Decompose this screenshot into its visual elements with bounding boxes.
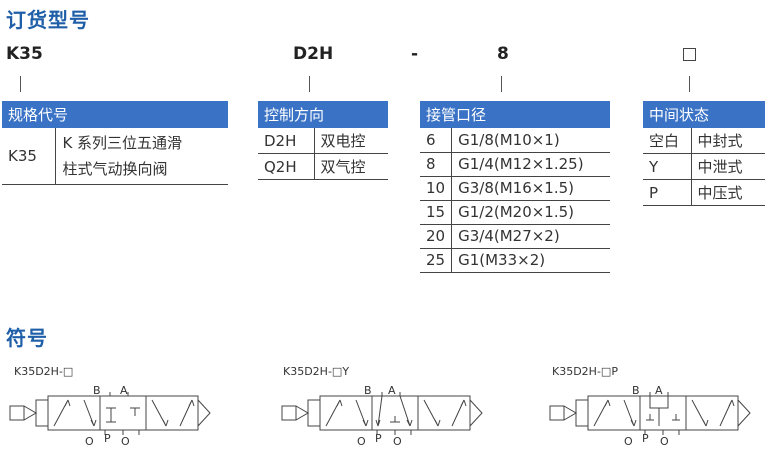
spec-desc-line1: K 系列三位五通滑 xyxy=(62,134,183,152)
port-code: 15 xyxy=(420,200,453,225)
symbol-title: 符号 xyxy=(6,326,48,350)
port-o-label: O xyxy=(121,435,130,448)
table-row: 15 G1/2(M20×1.5) xyxy=(420,200,610,225)
port-o-label: O xyxy=(393,435,402,448)
valve-symbol-closed-center xyxy=(9,392,211,435)
middle-desc: 中封式 xyxy=(691,128,765,154)
model-control: D2H xyxy=(293,44,334,64)
port-table-header: 接管口径 xyxy=(420,101,610,128)
port-a-label: A xyxy=(655,384,663,397)
port-b-label: B xyxy=(93,384,101,397)
port-b-label: B xyxy=(364,384,372,397)
port-o-label: O xyxy=(660,435,669,448)
symbol-label: K35D2H-□P xyxy=(552,365,618,378)
middle-code: 空白 xyxy=(643,128,692,154)
middle-state-table: 中间状态 空白 中封式 Y 中泄式 P 中压式 xyxy=(643,101,765,206)
middle-desc: 中压式 xyxy=(691,179,765,206)
table-row: Y 中泄式 xyxy=(643,153,765,180)
port-desc: G3/4(M27×2) xyxy=(451,224,610,249)
port-o-label: O xyxy=(85,435,94,448)
control-table-header: 控制方向 xyxy=(258,101,388,128)
table-row: Q2H 双气控 xyxy=(258,153,388,180)
control-code: D2H xyxy=(258,128,315,154)
port-desc: G1(M33×2) xyxy=(451,248,610,273)
port-table: 接管口径 6 G1/8(M10×1) 8 G1/4(M12×1.25) 10 G… xyxy=(420,101,610,273)
port-p-label: P xyxy=(375,432,382,445)
spec-table-header: 规格代号 xyxy=(2,101,228,128)
port-desc: G3/8(M16×1.5) xyxy=(451,176,610,201)
tick-port xyxy=(501,76,502,92)
model-prefix: K35 xyxy=(6,44,43,64)
port-code: 20 xyxy=(420,224,453,249)
order-model-title: 订货型号 xyxy=(6,8,90,32)
port-p-label: P xyxy=(104,432,111,445)
middle-state-table-header: 中间状态 xyxy=(643,101,765,128)
control-code: Q2H xyxy=(258,153,315,180)
port-code: 6 xyxy=(420,128,453,153)
port-desc: G1/4(M12×1.25) xyxy=(451,152,610,177)
table-row: 20 G3/4(M27×2) xyxy=(420,224,610,249)
symbol-label: K35D2H-□Y xyxy=(283,365,350,378)
port-code: 25 xyxy=(420,248,453,273)
middle-code: P xyxy=(643,179,692,206)
port-b-label: B xyxy=(632,384,640,397)
table-row: 8 G1/4(M12×1.25) xyxy=(420,152,610,177)
control-desc: 双电控 xyxy=(314,128,388,154)
port-p-label: P xyxy=(642,432,649,445)
table-row: 6 G1/8(M10×1) xyxy=(420,128,610,153)
tick-spec xyxy=(20,76,21,92)
spec-desc: K 系列三位五通滑 柱式气动换向阀 xyxy=(55,128,228,185)
middle-desc: 中泄式 xyxy=(691,153,765,180)
spec-desc-line2: 柱式气动换向阀 xyxy=(62,160,168,178)
table-row: K35 K 系列三位五通滑 柱式气动换向阀 xyxy=(2,128,228,185)
port-o-label: O xyxy=(624,435,633,448)
valve-symbol-exhaust-center xyxy=(281,392,483,435)
port-desc: G1/8(M10×1) xyxy=(451,128,610,153)
port-code: 8 xyxy=(420,152,453,177)
valve-symbol-pressure-center xyxy=(549,392,751,435)
spec-code: K35 xyxy=(2,128,57,185)
model-dash: - xyxy=(411,44,419,64)
port-a-label: A xyxy=(388,384,396,397)
control-desc: 双气控 xyxy=(314,153,388,180)
tick-control xyxy=(309,76,310,92)
port-code: 10 xyxy=(420,176,453,201)
port-a-label: A xyxy=(120,384,128,397)
tick-middle xyxy=(689,76,690,92)
table-row: P 中压式 xyxy=(643,179,765,206)
model-port: 8 xyxy=(497,44,509,64)
middle-code: Y xyxy=(643,153,692,180)
port-desc: G1/2(M20×1.5) xyxy=(451,200,610,225)
symbol-label: K35D2H-□ xyxy=(14,365,74,378)
table-row: 25 G1(M33×2) xyxy=(420,248,610,273)
control-table: 控制方向 D2H 双电控 Q2H 双气控 xyxy=(258,101,388,180)
table-row: D2H 双电控 xyxy=(258,128,388,154)
middle-state-placeholder-box xyxy=(683,48,696,61)
port-o-label: O xyxy=(357,435,366,448)
table-row: 10 G3/8(M16×1.5) xyxy=(420,176,610,201)
table-row: 空白 中封式 xyxy=(643,128,765,154)
spec-table: 规格代号 K35 K 系列三位五通滑 柱式气动换向阀 xyxy=(2,101,228,185)
